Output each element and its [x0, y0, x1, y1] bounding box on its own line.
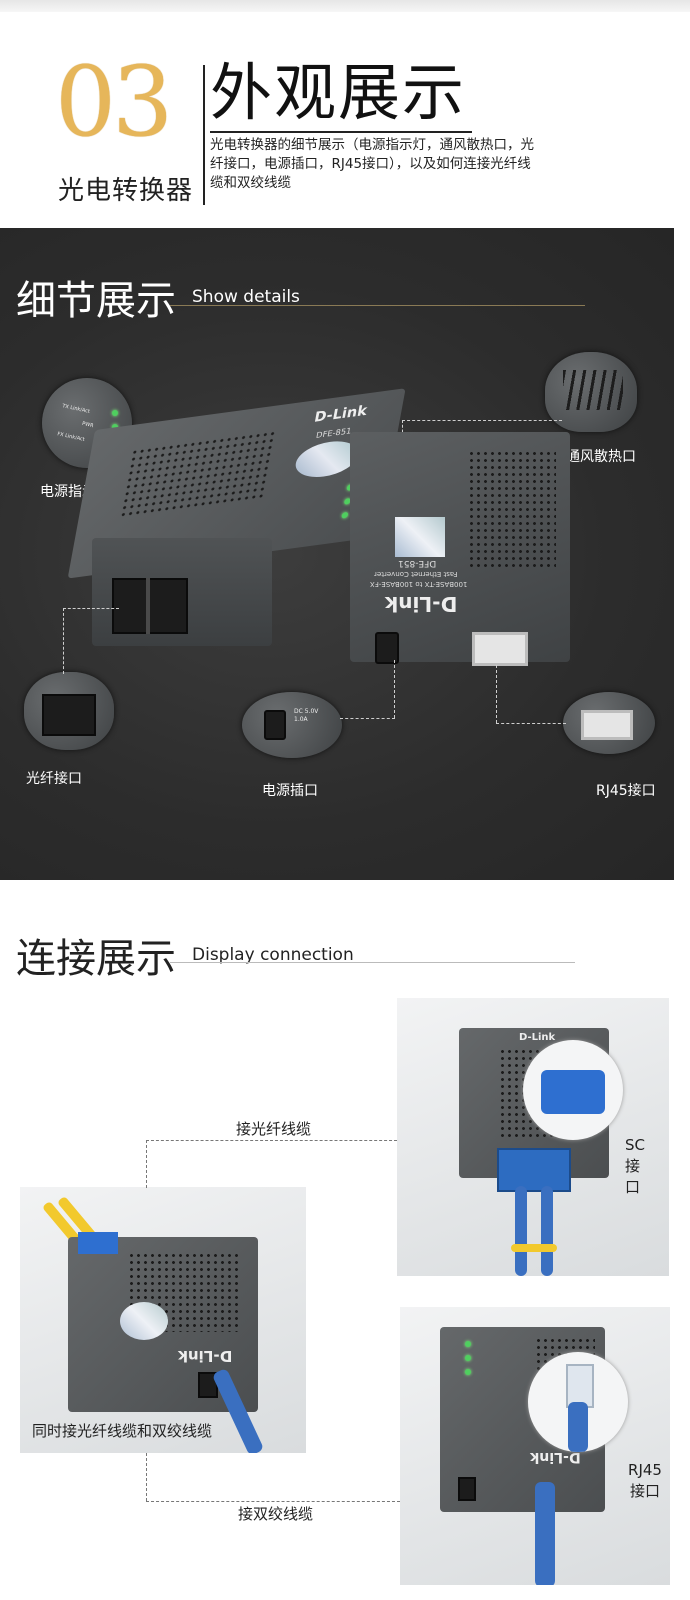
back-model: DFE-851	[398, 558, 437, 568]
dash-vent	[402, 420, 404, 442]
top-strip	[0, 0, 690, 12]
sc-port-divider	[146, 578, 150, 634]
photo-both-hologram	[120, 1302, 168, 1340]
photo-sc-cable-1	[515, 1186, 527, 1276]
dash-vent-h	[402, 420, 562, 422]
label-rj45-port: RJ45接口	[628, 1461, 662, 1500]
back-type: Fast Ethernet Converter	[374, 570, 458, 578]
zoom-fiber-port	[24, 672, 114, 750]
photo-sc-zoom	[523, 1040, 623, 1140]
photo-both-brand: D-Link	[178, 1347, 233, 1365]
photo-rj45-zoom	[528, 1352, 628, 1452]
page-description: 光电转换器的细节展示（电源指示灯，通风散热口，光纤接口，电源插口，RJ45接口）…	[210, 137, 534, 191]
label-sc-port: SC接口	[625, 1136, 645, 1196]
sc-fiber-port-icon	[112, 578, 188, 634]
dash-rj45-h	[496, 723, 566, 725]
label-twisted-cable: 接双绞线缆	[238, 1505, 314, 1523]
vent-slots-icon	[563, 370, 623, 410]
led-tx-label: TX Link/Act	[61, 403, 91, 415]
zoom-rj45-icon	[581, 710, 633, 740]
label-power-jack: 电源插口	[262, 783, 318, 799]
device-model: DFE-851	[315, 426, 353, 440]
photo-both-cables: D-Link	[20, 1187, 306, 1453]
photo-rj45-dc-jack	[458, 1477, 476, 1501]
led-tx-icon	[112, 410, 118, 416]
page-title: 外观展示	[210, 56, 467, 129]
title-underline	[210, 131, 472, 133]
section-number: 03	[55, 46, 173, 158]
device-brand: D-Link	[312, 402, 369, 426]
photo-rj45-connection: D-Link	[400, 1307, 670, 1585]
dash-fiber-h	[63, 608, 119, 610]
back-brand: D-Link	[385, 592, 458, 616]
dc-jack-icon	[375, 632, 399, 664]
dash-fiber	[63, 608, 65, 674]
led-fx-label: FX Link/Act	[56, 431, 86, 443]
label-both-cables: 同时接光纤线缆和双绞线缆	[32, 1422, 213, 1440]
details-rule	[170, 305, 585, 306]
device-back: D-Link 100BASE-TX to 100BASE-FX Fast Eth…	[350, 432, 570, 666]
dash-twisted-cable-v	[146, 1453, 148, 1501]
photo-sc-connection: D-Link	[397, 998, 669, 1276]
label-vent: 通风散热口	[566, 449, 636, 465]
rj45-port-icon	[472, 632, 528, 666]
connection-subtitle: Display connection	[192, 945, 354, 965]
photo-rj45-led-2-icon	[465, 1355, 471, 1361]
zoom-vent	[545, 352, 637, 432]
back-spec: 100BASE-TX to 100BASE-FX	[370, 580, 468, 588]
photo-rj45-led-3-icon	[465, 1369, 471, 1375]
vent-grill	[119, 429, 277, 519]
photo-sc-front	[497, 1148, 571, 1192]
vent-grill-back	[468, 450, 556, 570]
front-led-3-icon	[341, 511, 349, 519]
photo-sc-brand: D-Link	[519, 1032, 556, 1043]
power-spec-label: DC 5.0V 1.0A	[294, 708, 319, 723]
rj45-plug-icon	[566, 1364, 594, 1408]
label-fiber-port: 光纤接口	[26, 771, 82, 787]
rj45-plug-boot-icon	[568, 1402, 588, 1452]
photo-rj45-led-1-icon	[465, 1341, 471, 1347]
photo-rj45-cable	[535, 1482, 555, 1585]
photo-both-sc-plug	[78, 1232, 118, 1254]
dash-twisted-cable-h	[146, 1501, 400, 1503]
dash-fiber-cable-h	[146, 1140, 397, 1142]
back-hologram	[395, 517, 445, 557]
header-divider	[203, 65, 205, 205]
led-pwr-label: PWR	[81, 420, 94, 430]
dash-power-jack	[394, 660, 396, 718]
dash-fiber-cable-v	[146, 1140, 148, 1188]
details-title: 细节展示	[16, 278, 176, 324]
sc-connector-icon	[541, 1070, 605, 1114]
zoom-dc-jack-icon	[264, 710, 286, 740]
photo-sc-yellow-clip	[511, 1244, 557, 1252]
connection-title: 连接展示	[16, 936, 176, 982]
dash-power-jack-h	[340, 718, 395, 720]
zoom-rj45	[563, 692, 655, 754]
label-fiber-cable: 接光纤线缆	[236, 1120, 312, 1138]
details-subtitle: Show details	[192, 287, 300, 307]
zoom-power-jack: DC 5.0V 1.0A	[242, 692, 342, 758]
photo-sc-cable-2	[541, 1186, 553, 1276]
connection-rule	[170, 962, 575, 963]
dash-rj45	[496, 665, 498, 723]
label-rj45: RJ45接口	[596, 783, 656, 799]
zoom-sc-port-icon	[42, 694, 96, 736]
product-name: 光电转换器	[58, 176, 194, 206]
